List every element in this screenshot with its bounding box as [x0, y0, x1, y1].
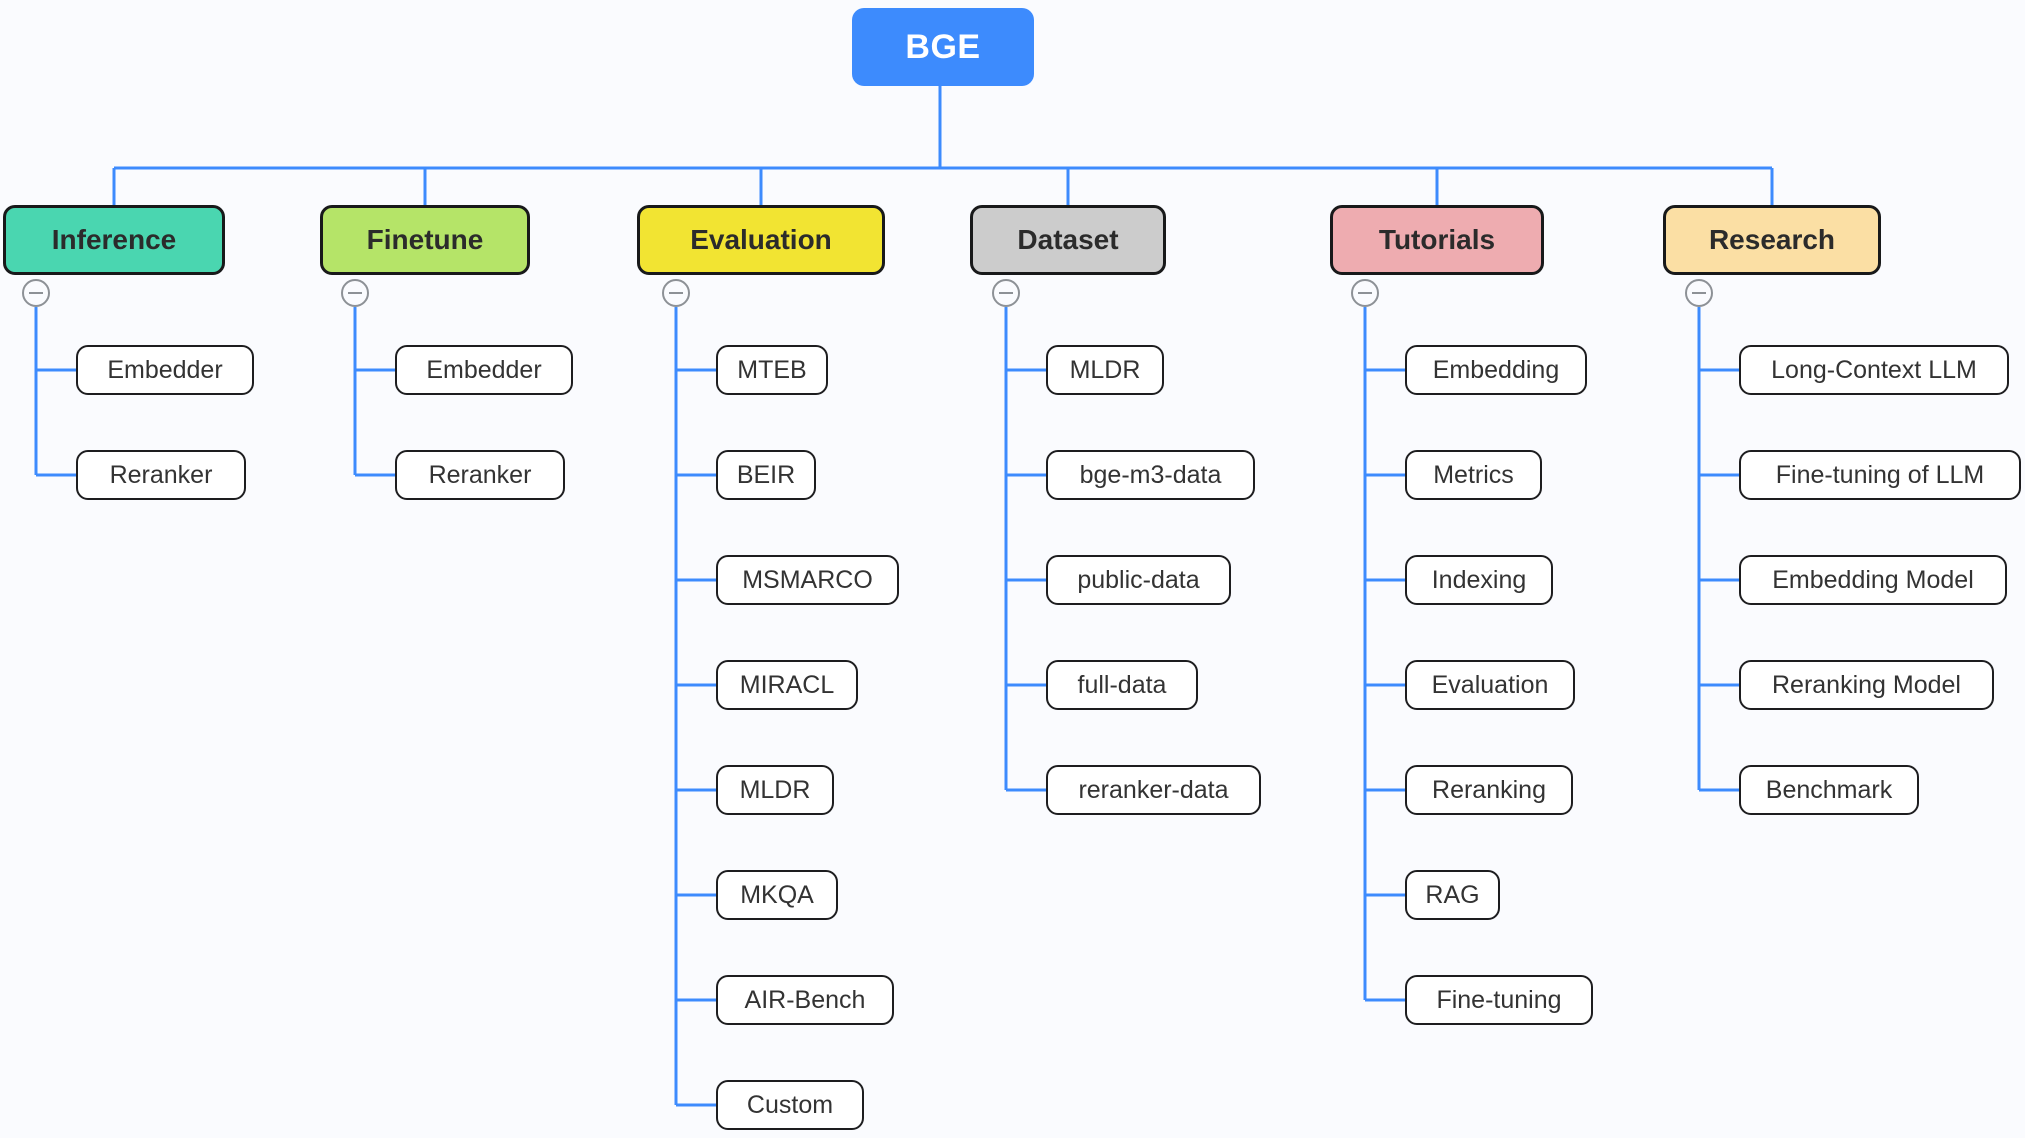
category-node-inference[interactable]: Inference [3, 205, 225, 275]
minus-circle-icon [669, 292, 683, 294]
category-node-evaluation[interactable]: Evaluation [637, 205, 885, 275]
leaf-node[interactable]: MSMARCO [716, 555, 899, 605]
leaf-node[interactable]: public-data [1046, 555, 1231, 605]
collapse-toggle-finetune[interactable] [341, 279, 369, 307]
leaf-node[interactable]: BEIR [716, 450, 816, 500]
collapse-toggle-evaluation[interactable] [662, 279, 690, 307]
collapse-toggle-tutorials[interactable] [1351, 279, 1379, 307]
leaf-node[interactable]: MIRACL [716, 660, 858, 710]
leaf-node[interactable]: reranker-data [1046, 765, 1261, 815]
leaf-node[interactable]: Embedding Model [1739, 555, 2007, 605]
minus-circle-icon [29, 292, 43, 294]
collapse-toggle-inference[interactable] [22, 279, 50, 307]
leaf-node[interactable]: Evaluation [1405, 660, 1575, 710]
leaf-node[interactable]: Fine-tuning of LLM [1739, 450, 2021, 500]
leaf-node[interactable]: AIR-Bench [716, 975, 894, 1025]
leaf-node[interactable]: Indexing [1405, 555, 1553, 605]
leaf-node[interactable]: bge-m3-data [1046, 450, 1255, 500]
collapse-toggle-research[interactable] [1685, 279, 1713, 307]
leaf-node[interactable]: Reranking Model [1739, 660, 1994, 710]
leaf-node[interactable]: Benchmark [1739, 765, 1919, 815]
leaf-node[interactable]: Reranking [1405, 765, 1573, 815]
collapse-toggle-dataset[interactable] [992, 279, 1020, 307]
leaf-node[interactable]: Reranker [395, 450, 565, 500]
leaf-node[interactable]: Metrics [1405, 450, 1542, 500]
leaf-node[interactable]: Embedding [1405, 345, 1587, 395]
root-node-bge[interactable]: BGE [852, 8, 1034, 86]
category-node-tutorials[interactable]: Tutorials [1330, 205, 1544, 275]
leaf-node[interactable]: Custom [716, 1080, 864, 1130]
minus-circle-icon [348, 292, 362, 294]
leaf-node[interactable]: Embedder [395, 345, 573, 395]
leaf-node[interactable]: full-data [1046, 660, 1198, 710]
leaf-node[interactable]: Fine-tuning [1405, 975, 1593, 1025]
minus-circle-icon [999, 292, 1013, 294]
category-node-finetune[interactable]: Finetune [320, 205, 530, 275]
minus-circle-icon [1692, 292, 1706, 294]
leaf-node[interactable]: Long-Context LLM [1739, 345, 2009, 395]
leaf-node[interactable]: MLDR [1046, 345, 1164, 395]
category-node-research[interactable]: Research [1663, 205, 1881, 275]
leaf-node[interactable]: Embedder [76, 345, 254, 395]
leaf-node[interactable]: MKQA [716, 870, 838, 920]
category-node-dataset[interactable]: Dataset [970, 205, 1166, 275]
leaf-node[interactable]: MTEB [716, 345, 828, 395]
leaf-node[interactable]: Reranker [76, 450, 246, 500]
minus-circle-icon [1358, 292, 1372, 294]
leaf-node[interactable]: RAG [1405, 870, 1500, 920]
leaf-node[interactable]: MLDR [716, 765, 834, 815]
